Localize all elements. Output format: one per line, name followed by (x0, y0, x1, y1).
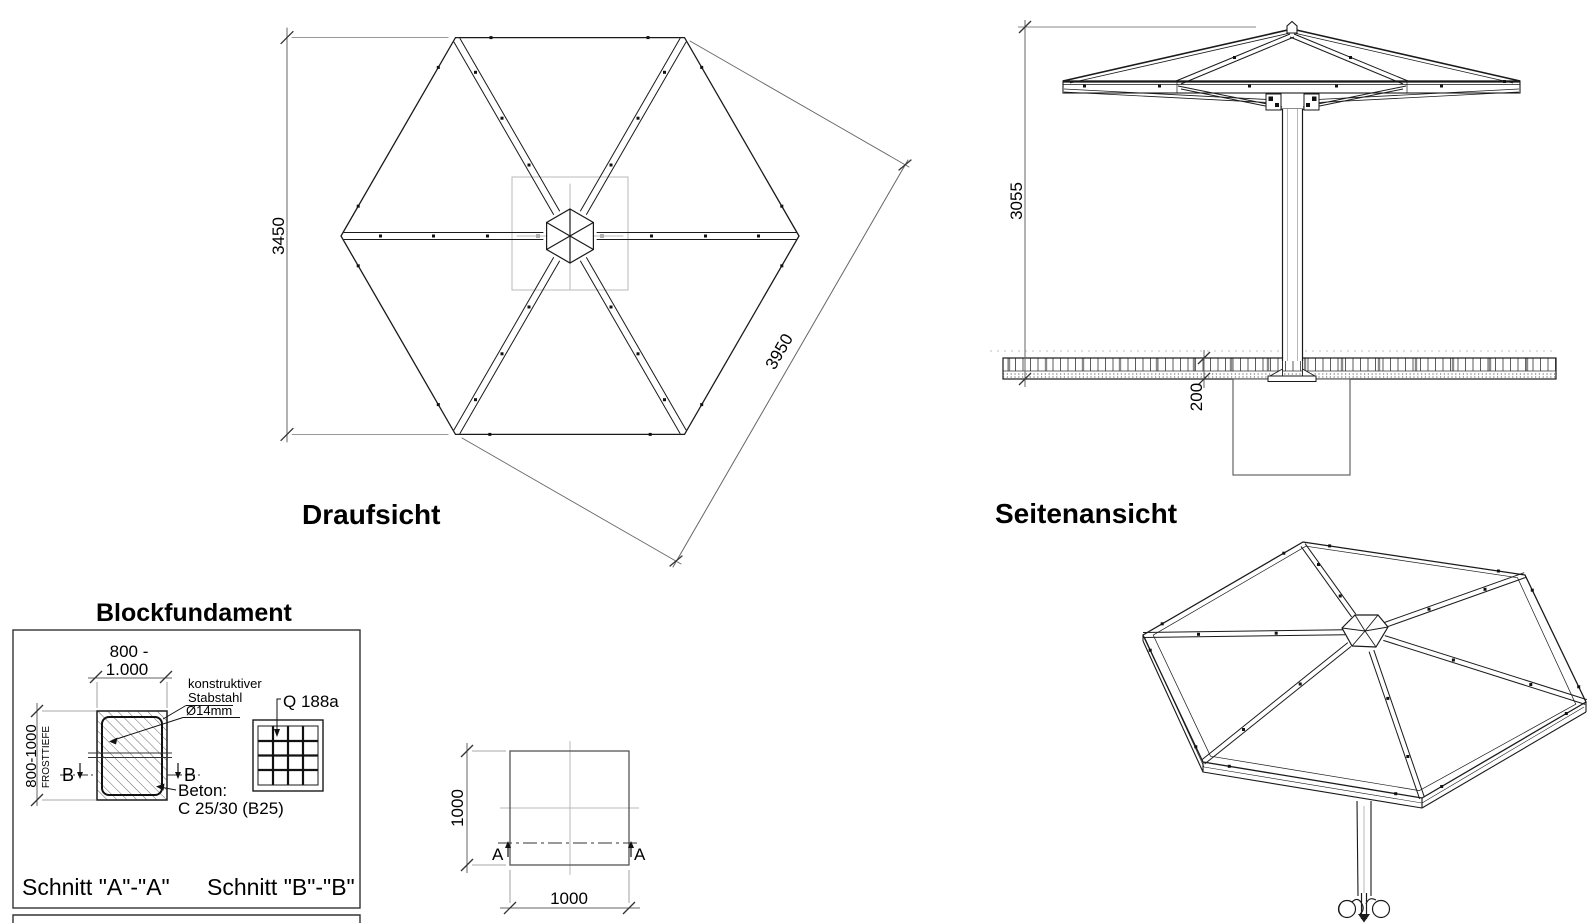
top-view-caption: Draufsicht (302, 499, 440, 530)
dim-1000-h-label: 1000 (550, 889, 588, 908)
canopy-rivets-side (1083, 56, 1506, 88)
section-a-a-drawing: B B (60, 710, 202, 801)
marker-b-left: B (62, 765, 74, 785)
side-view-caption: Seitenansicht (995, 498, 1177, 529)
canopy-3d-ribs (1142, 543, 1587, 799)
canopy-3d-rivets (1148, 544, 1581, 796)
perspective-view (1142, 541, 1587, 923)
rebar-note: konstruktiver Stabstahl Ø14mm (109, 676, 262, 745)
detail-frame (12, 629, 361, 909)
dimension-800-1000-width: 800 - 1.000 (88, 642, 173, 708)
dimension-3450: 3450 (269, 27, 449, 443)
foundation-block-side (1232, 378, 1351, 476)
side-view: 3055 200 Seitenansicht (990, 20, 1557, 529)
dimension-3950: 3950 (461, 40, 912, 568)
pole-3d (1356, 800, 1372, 897)
rebar-note-line1: konstruktiver (188, 676, 262, 691)
marker-b-right: B (184, 765, 196, 785)
hexagon-canopy-outline (340, 36, 800, 436)
dim-depth-note: FROSTTIEFE (41, 726, 52, 789)
mesh-label: Q 188a (283, 692, 339, 711)
foundation-plan: A A 1000 1000 (448, 741, 646, 915)
ground-anchor-base (1337, 893, 1391, 923)
dim-width-line2: 1.000 (106, 660, 149, 679)
pole-side (1281, 109, 1304, 361)
dim-3950-label: 3950 (762, 330, 797, 372)
canopy-ribs (343, 38, 797, 434)
caption-section-b: Schnitt "B"-"B" (207, 874, 355, 900)
detail-frame-2 (12, 914, 361, 923)
canopy-3d-edge-band (1142, 635, 1587, 809)
dim-3055-label: 3055 (1007, 182, 1026, 220)
dimension-3055: 3055 (1007, 20, 1256, 387)
center-hub (545, 208, 595, 264)
dimension-200: 200 (1187, 350, 1211, 411)
hub-3d (1341, 614, 1389, 648)
mesh-grid (258, 726, 318, 785)
top-view: 3450 3950 Draufsicht (269, 27, 912, 568)
rebar-note-line3: Ø14mm (186, 703, 232, 718)
caption-section-a: Schnitt "A"-"A" (22, 874, 170, 900)
dim-200-label: 200 (1187, 383, 1206, 411)
rebar-note-line2: Stabstahl (188, 690, 242, 705)
base-plate (1267, 360, 1317, 382)
dim-3450-label: 3450 (269, 217, 288, 255)
canopy-elevation (1062, 20, 1521, 94)
dim-depth-label: 800-1000 (23, 724, 40, 787)
marker-a-left: A (492, 845, 504, 864)
foundation-plan-outline (509, 750, 630, 866)
rib-rivets (356, 36, 784, 436)
concrete-label-line2: C 25/30 (B25) (178, 799, 284, 818)
dimension-800-1000-depth: 800-1000 FROSTTIEFE (23, 703, 96, 807)
pavement-slab (1002, 357, 1557, 380)
foundation-detail-title: Blockfundament (96, 599, 293, 627)
dimension-1000-vertical: 1000 (448, 743, 506, 873)
rebar-loop (101, 716, 163, 796)
marker-a-right: A (634, 845, 646, 864)
dim-1000-v-label: 1000 (448, 789, 467, 827)
dimension-1000-horizontal: 1000 (500, 870, 640, 915)
mesh-detail: Q 188a (252, 692, 339, 792)
concrete-label-line1: Beton: (178, 781, 227, 800)
concrete-note: Beton: C 25/30 (B25) (156, 781, 284, 818)
hub-bracket (1265, 93, 1320, 111)
foundation-detail: Blockfundament B B 800 - 1.000 (12, 599, 361, 923)
finial (1286, 20, 1298, 34)
dim-width-line1: 800 - (110, 642, 149, 661)
